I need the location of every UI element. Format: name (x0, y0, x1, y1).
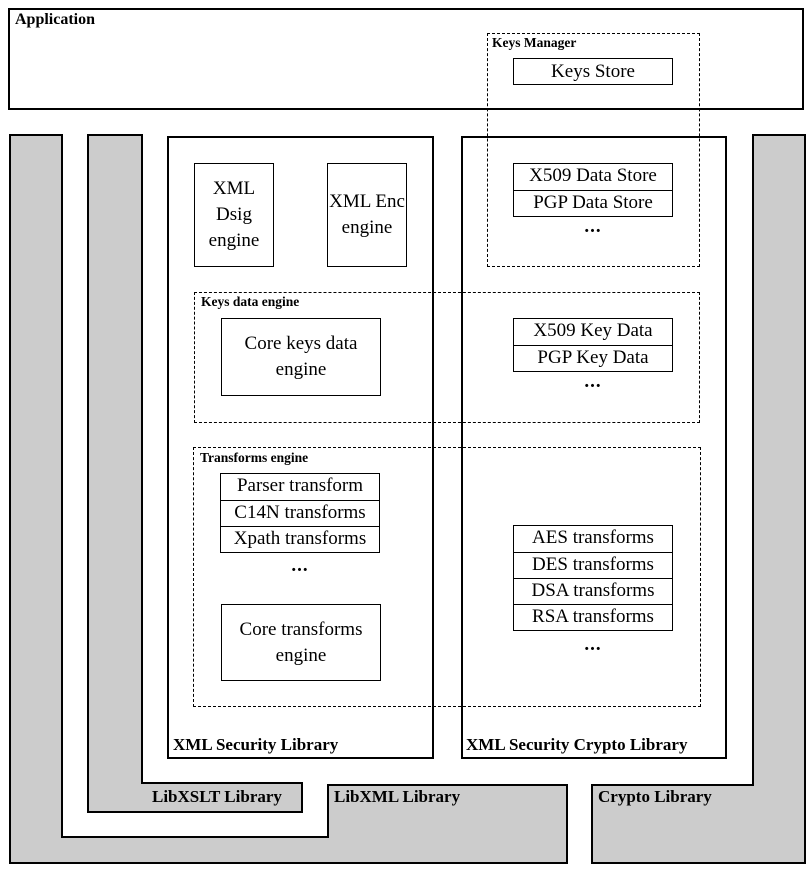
transform-row: C14N transforms (221, 500, 379, 526)
key-data-row: X509 Key Data (533, 320, 653, 341)
application-label: Application (15, 11, 96, 28)
crypto-library-label: Crypto Library (598, 787, 712, 806)
xml-security-crypto-library-label: XML Security Crypto Library (466, 735, 688, 754)
core-transforms-engine-box: Core transforms engine (221, 604, 381, 681)
data-store-row: PGP Data Store (514, 190, 672, 216)
xml-dsig-engine-box: XML Dsig engine (194, 163, 274, 267)
core-transforms-engine-label: Core transforms engine (239, 618, 363, 666)
keys-store-box: Keys Store (513, 58, 673, 85)
key-data-stack: X509 Key Data PGP Key Data (513, 318, 673, 372)
key-data-ellipsis: ... (584, 371, 602, 392)
crypto-transform-row: RSA transforms (514, 604, 672, 630)
key-data-row: PGP Key Data (514, 345, 672, 371)
application-box (8, 8, 804, 110)
keys-manager-label: Keys Manager (492, 35, 577, 50)
data-stores-stack: X509 Data Store PGP Data Store (513, 163, 673, 217)
core-keys-data-engine-box: Core keys data engine (221, 318, 381, 396)
keys-data-engine-box (194, 292, 700, 423)
crypto-transforms-stack: AES transforms DES transforms DSA transf… (513, 525, 673, 631)
transforms-engine-box (193, 447, 701, 707)
libxslt-library-shape (87, 134, 303, 813)
transforms-ellipsis: ... (291, 555, 309, 576)
keys-manager-box (487, 33, 700, 267)
libxml-library-shape (9, 134, 568, 864)
xml-dsig-engine-label: XML Dsig engine (208, 178, 260, 251)
keys-data-engine-label: Keys data engine (201, 294, 300, 309)
xml-enc-engine-box: XML Enc engine (327, 163, 407, 267)
core-keys-data-engine-label: Core keys data engine (244, 333, 358, 380)
crypto-transform-row: DSA transforms (514, 578, 672, 604)
keys-store-label: Keys Store (551, 60, 635, 82)
libxslt-library-label: LibXSLT Library (152, 787, 282, 806)
transforms-engine-label: Transforms engine (200, 450, 309, 465)
crypto-transform-row: DES transforms (514, 552, 672, 578)
transforms-stack: Parser transform C14N transforms Xpath t… (220, 473, 380, 553)
xml-security-library-label: XML Security Library (173, 735, 339, 754)
xml-enc-engine-label: XML Enc engine (329, 191, 405, 238)
transform-row: Parser transform (236, 475, 364, 496)
crypto-transforms-ellipsis: ... (584, 634, 602, 655)
crypto-transform-row: AES transforms (532, 527, 654, 548)
crypto-library-shape (591, 134, 806, 864)
libxml-library-label: LibXML Library (334, 787, 461, 806)
data-stores-ellipsis: ... (584, 216, 602, 237)
data-store-row: X509 Data Store (529, 165, 657, 186)
transform-row: Xpath transforms (221, 526, 379, 552)
